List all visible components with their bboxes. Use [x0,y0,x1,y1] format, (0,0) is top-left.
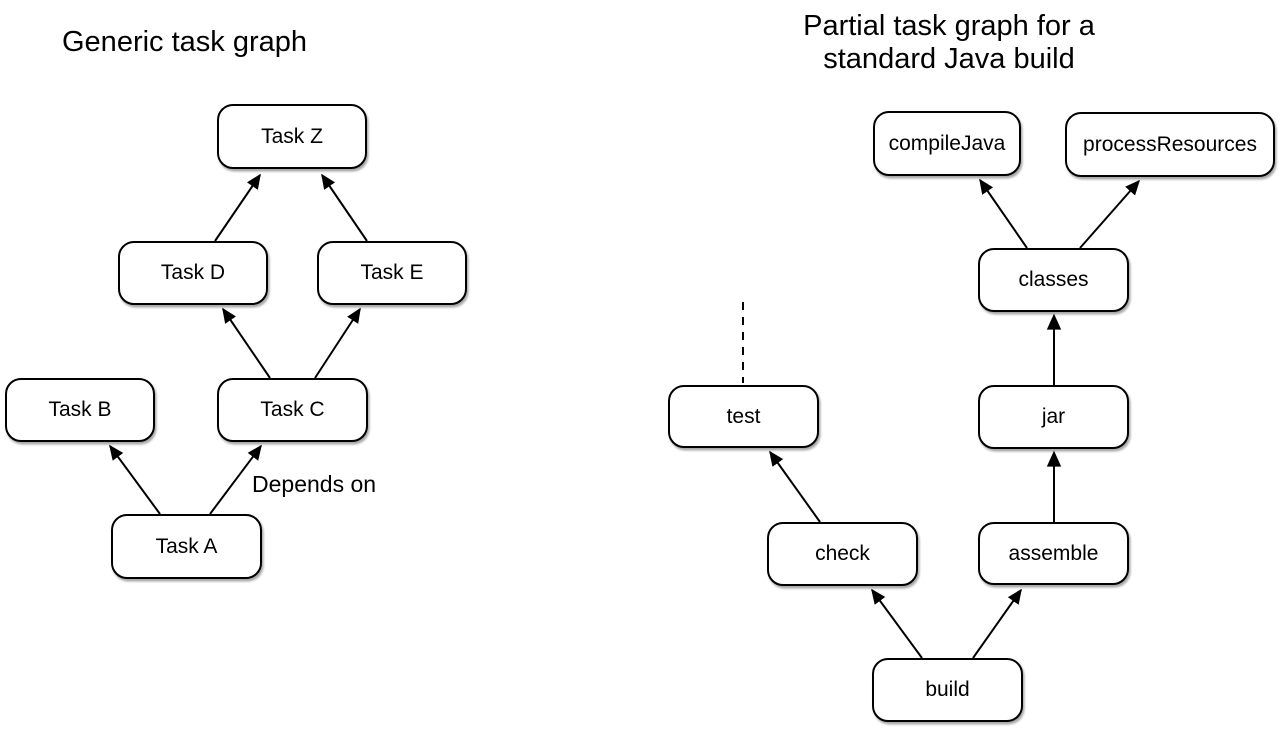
edge-build-assemble [972,588,1022,659]
node-task-a: Task A [111,514,262,579]
edge-check-test [769,450,821,523]
node-jar: jar [978,385,1129,449]
right-diagram-title-line2: standard Java build [823,43,1075,75]
edge-task-a-task-c [209,444,262,515]
node-check: check [767,522,918,586]
depends-on-label: Depends on [252,471,377,497]
edge-task-c-task-d [222,307,271,379]
edge-classes-processresources [1079,179,1140,249]
node-assemble: assemble [978,522,1129,585]
node-task-d: Task D [118,241,268,305]
node-task-e: Task E [317,241,467,305]
right-diagram-title-line1: Partial task graph for a [803,10,1095,42]
node-processresources: processResources [1065,112,1275,177]
node-compilejava: compileJava [873,111,1021,176]
node-task-c: Task C [217,378,368,442]
node-test: test [668,385,819,448]
edge-task-a-task-b [109,444,161,515]
node-classes: classes [978,248,1129,312]
node-task-b: Task B [5,378,155,442]
node-task-z: Task Z [217,104,367,169]
edge-build-check [871,588,923,659]
left-diagram-title: Generic task graph [62,26,308,58]
edge-task-d-task-z [214,173,261,242]
right-diagram-title: Partial task graph for a standard Java b… [799,10,1099,76]
edge-task-c-task-e [314,307,361,379]
node-build: build [872,658,1023,722]
edge-classes-compilejava [979,178,1028,249]
edge-task-e-task-z [321,173,368,242]
